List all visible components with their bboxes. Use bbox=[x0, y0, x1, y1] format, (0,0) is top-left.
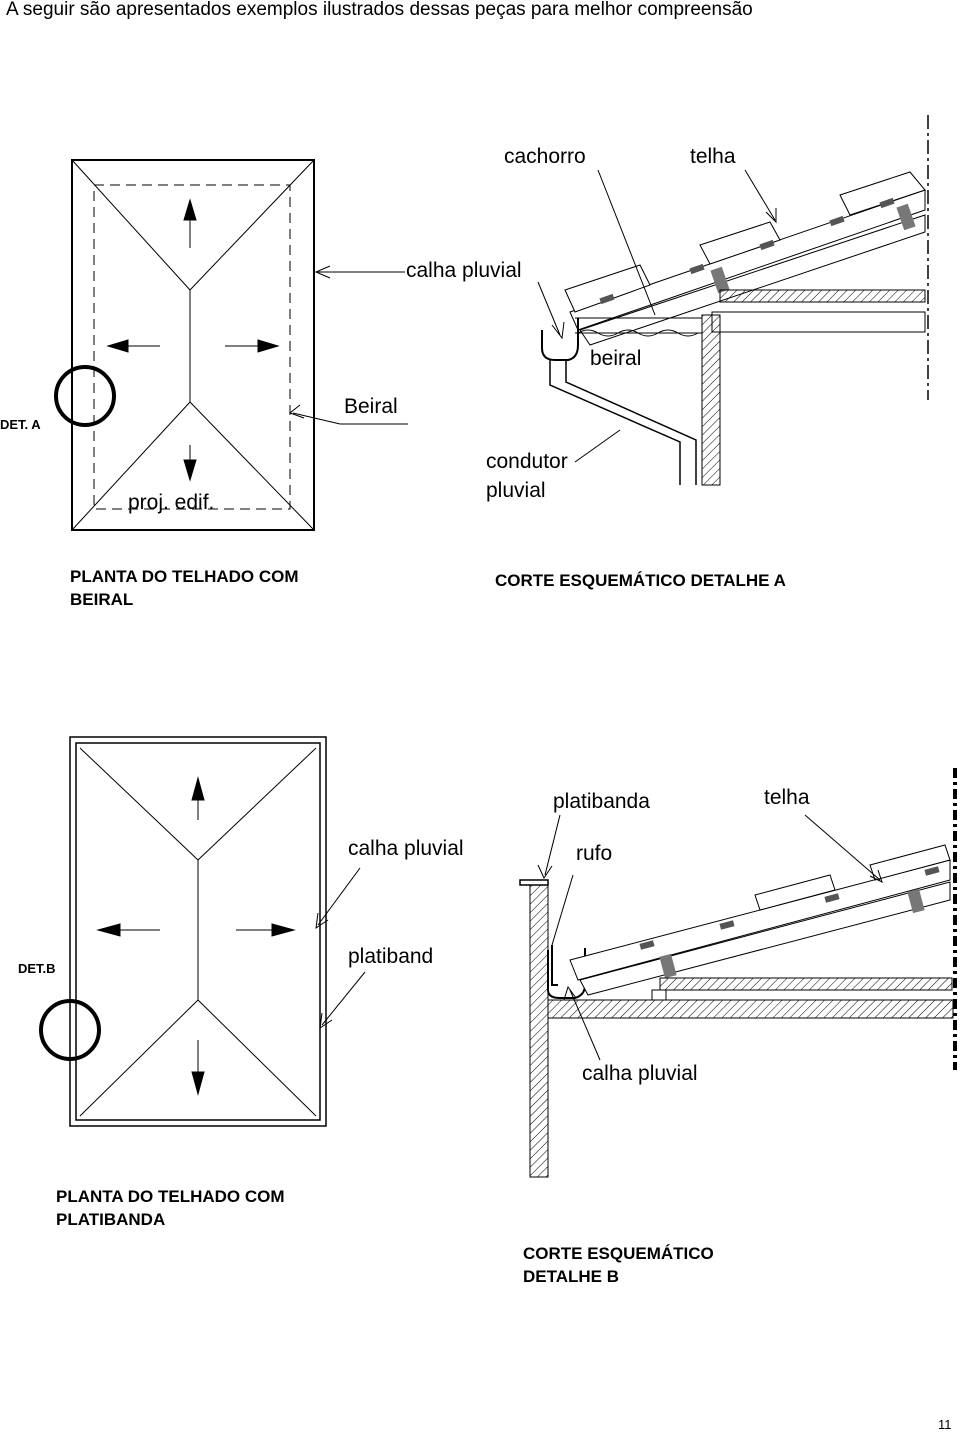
telha-label-b: telha bbox=[764, 786, 810, 809]
detail-a-marker-label: DET. A bbox=[0, 417, 41, 432]
telha-label-a: telha bbox=[690, 145, 736, 168]
condutor-label: condutor bbox=[486, 450, 568, 473]
section-b bbox=[519, 768, 957, 1178]
pluvial-label: pluvial bbox=[486, 479, 546, 502]
platiband-label: platiband bbox=[348, 945, 434, 968]
leaders-plan-a bbox=[288, 265, 408, 425]
section-b-caption-line-1: CORTE ESQUEMÁTICO bbox=[523, 1244, 714, 1263]
detail-b-marker-circle bbox=[39, 999, 101, 1061]
plan-a-caption-line-1: PLANTA DO TELHADO COM bbox=[70, 567, 299, 586]
plan-a-caption-line-2: BEIRAL bbox=[70, 590, 134, 609]
beiral-section-label: beiral bbox=[590, 347, 642, 370]
plan-b-caption-line-1: PLANTA DO TELHADO COM bbox=[56, 1187, 285, 1206]
intro-text: A seguir são apresentados exemplos ilust… bbox=[6, 0, 753, 20]
cachorro-label: cachorro bbox=[504, 145, 586, 168]
slope-arrows-b bbox=[96, 776, 296, 1096]
proj-edif-label: proj. edif. bbox=[128, 491, 215, 514]
platibanda-label: platibanda bbox=[553, 790, 650, 813]
roof-plan-platibanda bbox=[69, 736, 327, 1127]
calha-pluvial-label-a: calha pluvial bbox=[406, 259, 522, 282]
beiral-plan-label: Beiral bbox=[344, 395, 398, 418]
leaders-section-a bbox=[537, 169, 777, 463]
leaders-section-b bbox=[537, 814, 883, 1061]
calha-pluvial-plan-label: calha pluvial bbox=[348, 837, 464, 860]
plan-b-caption-line-2: PLATIBANDA bbox=[56, 1210, 166, 1229]
detail-a-marker-circle bbox=[54, 365, 116, 427]
section-a-caption: CORTE ESQUEMÁTICO DETALHE A bbox=[495, 571, 786, 590]
roof-plan-beiral bbox=[71, 159, 315, 531]
leaders-plan-b bbox=[315, 867, 366, 1030]
rufo-label: rufo bbox=[576, 842, 613, 865]
calha-pluvial-section-label: calha pluvial bbox=[582, 1062, 698, 1085]
section-a bbox=[541, 115, 929, 486]
slope-arrows-a bbox=[106, 198, 280, 482]
section-b-caption-line-2: DETALHE B bbox=[523, 1267, 620, 1286]
page-number: 11 bbox=[938, 1417, 952, 1432]
detail-b-marker-label: DET.B bbox=[18, 961, 56, 976]
